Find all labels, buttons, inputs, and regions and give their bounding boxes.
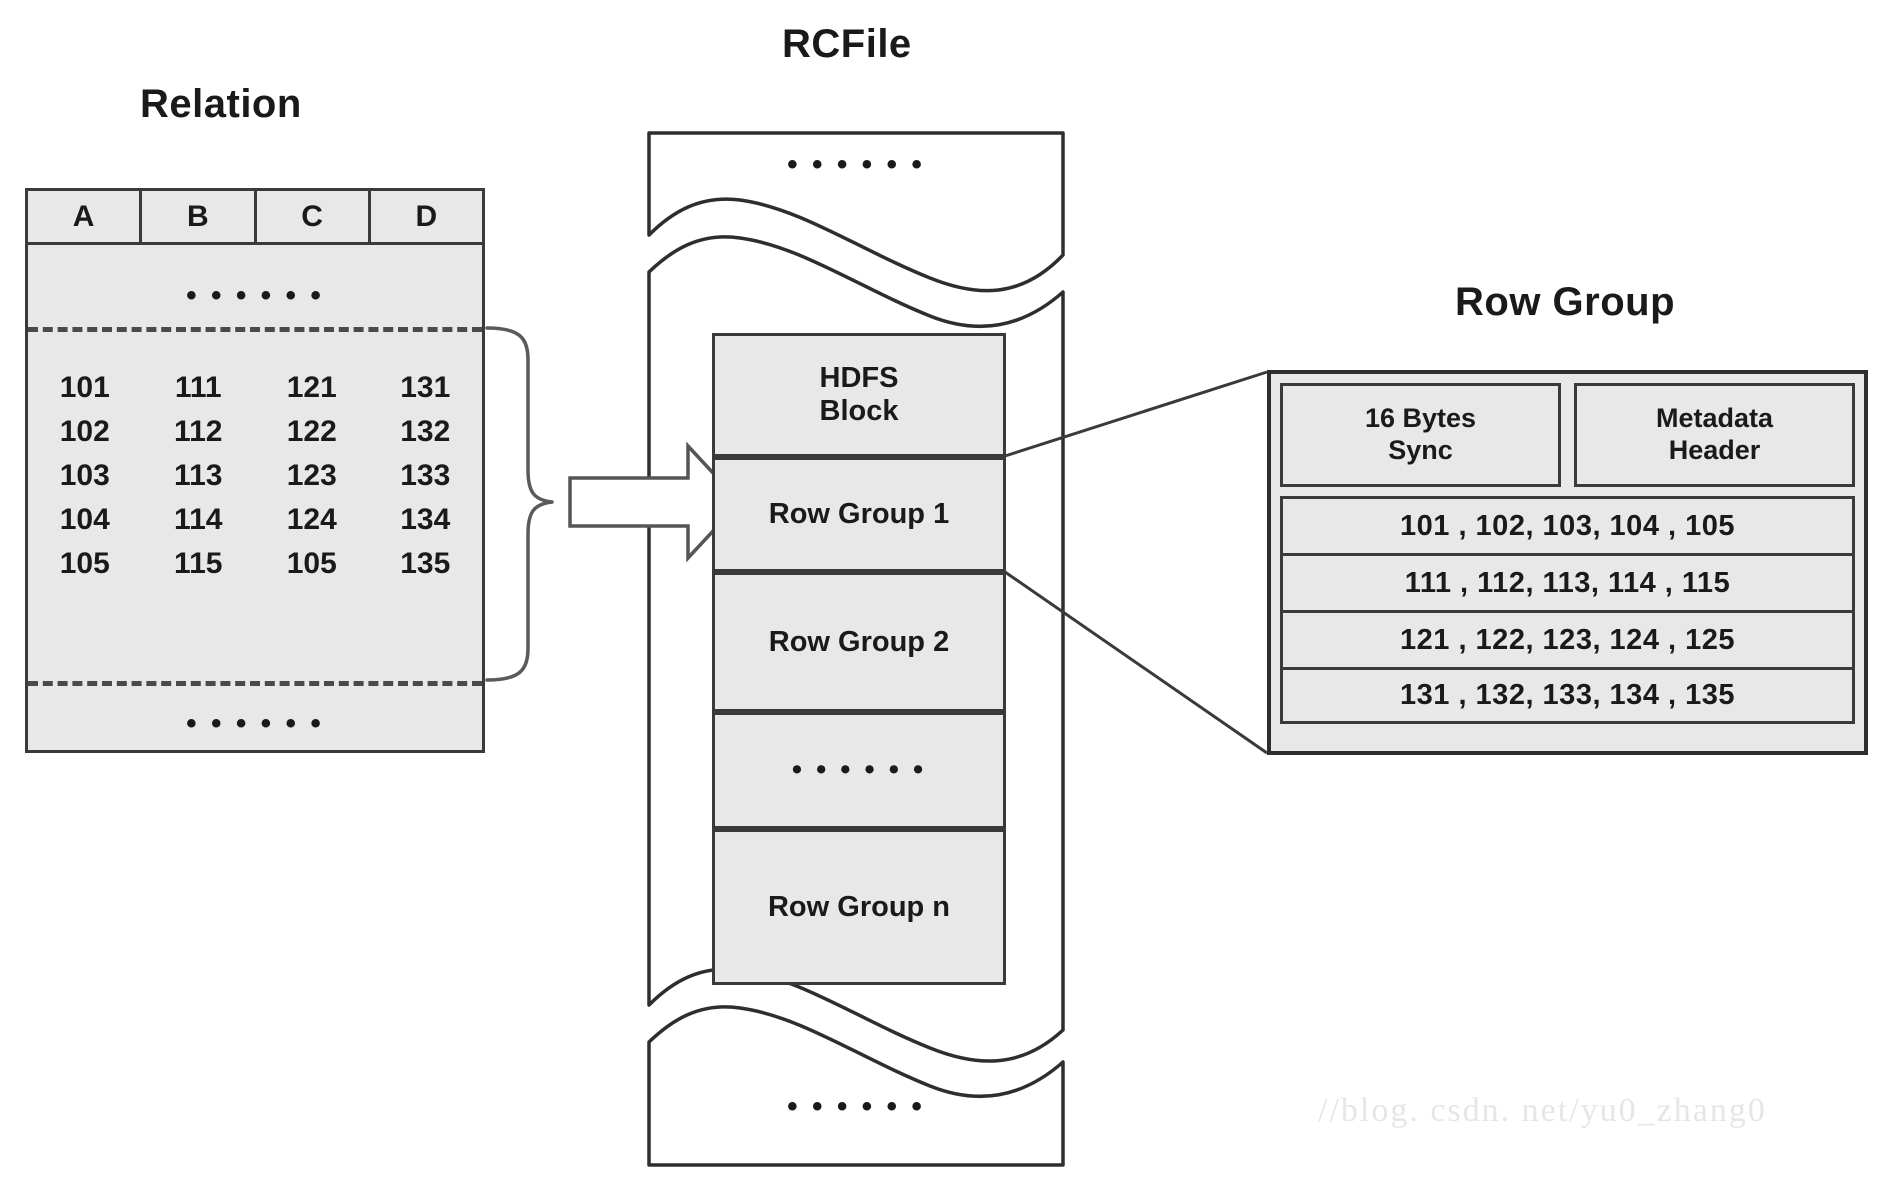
relation-lower-dashed-divider — [28, 681, 482, 686]
rowgroup-column-row: 101 , 102, 103, 104 , 105 — [1280, 496, 1855, 553]
rcfile-top-ellipsis: • • • • • • — [787, 148, 925, 181]
relation-header-row: A B C D — [28, 191, 482, 245]
relation-cell: 113 — [174, 459, 223, 492]
watermark: //blog. csdn. net/yu0_zhang0 — [1318, 1092, 1767, 1129]
relation-cell: 123 — [286, 459, 337, 492]
relation-cell: 105 — [286, 547, 337, 580]
table-row: 104 114 124 134 — [28, 498, 482, 542]
relation-column-header-d: D — [415, 199, 438, 233]
relation-cell: 134 — [400, 503, 451, 536]
rowgroup-title: Row Group — [1455, 280, 1676, 324]
row-group-n: Row Group n — [712, 829, 1006, 985]
relation-data-rows: 101 111 121 131 102 112 122 132 103 113 … — [28, 339, 482, 601]
rcfile-bottom-ellipsis: • • • • • • — [787, 1090, 925, 1123]
row-group-1-label: Row Group 1 — [768, 498, 950, 530]
relation-column-header-a: A — [28, 191, 143, 242]
relation-title: Relation — [140, 82, 302, 126]
relation-upper-dashed-divider — [28, 327, 482, 332]
relation-cell: 135 — [400, 547, 451, 580]
hdfs-block-label-line1: HDFS — [819, 362, 899, 394]
relation-cell: 115 — [174, 547, 223, 580]
hdfs-block: HDFS Block — [712, 333, 1006, 457]
rowgroup-column-data: 101 , 102, 103, 104 , 105 111 , 112, 113… — [1280, 496, 1855, 724]
sync-label-line2: Sync — [1388, 435, 1453, 465]
relation-cell: 112 — [174, 415, 223, 448]
row-group-2-label: Row Group 2 — [768, 625, 950, 658]
table-row: 102 112 122 132 — [28, 410, 482, 454]
table-row: 105 115 105 135 — [28, 542, 482, 586]
relation-cell: 131 — [400, 371, 451, 404]
metadata-label-line2: Header — [1668, 435, 1761, 465]
sync-label-line1: 16 Bytes — [1364, 403, 1477, 434]
relation-cell: 104 — [59, 503, 110, 536]
rowgroup-column-row: 121 , 122, 123, 124 , 125 — [1280, 610, 1855, 667]
relation-cell: 133 — [400, 459, 451, 492]
relation-bottom-ellipsis: • • • • • • — [186, 707, 324, 740]
relation-cell: 101 — [59, 371, 110, 404]
relation-cell: 111 — [174, 371, 222, 404]
table-row: 101 111 121 131 — [28, 366, 482, 410]
relation-cell: 102 — [59, 415, 110, 448]
connector-line-upper — [1004, 370, 1268, 458]
relation-cell: 132 — [400, 415, 451, 448]
row-group-2: Row Group 2 — [712, 572, 1006, 712]
relation-grouping-brace — [485, 326, 554, 682]
relation-table: A B C D • • • • • • 101 111 121 131 102 … — [25, 188, 485, 753]
row-group-ellipsis: • • • • • • — [712, 712, 1006, 829]
metadata-label-line1: Metadata — [1655, 403, 1774, 434]
rowgroup-column-row: 111 , 112, 113, 114 , 115 — [1280, 553, 1855, 610]
rowgroup-column-row: 131 , 132, 133, 134 , 135 — [1280, 667, 1855, 724]
rcfile-title: RCFile — [782, 22, 912, 66]
row-group-n-label: Row Group n — [767, 890, 951, 923]
connector-line-lower — [1004, 570, 1268, 755]
rowgroup-detail-panel: 16 Bytes Sync Metadata Header 101 , 102,… — [1267, 370, 1868, 755]
relation-column-header-b: B — [142, 191, 257, 242]
row-group-1: Row Group 1 — [712, 457, 1006, 572]
rowgroup-header-strip: 16 Bytes Sync Metadata Header — [1280, 383, 1855, 487]
relation-cell: 121 — [286, 371, 337, 404]
relation-cell: 105 — [59, 547, 110, 580]
relation-cell: 103 — [59, 459, 110, 492]
row-group-ellipsis-label: • • • • • • — [791, 754, 927, 786]
hdfs-block-label-line2: Block — [819, 395, 899, 427]
relation-cell: 122 — [286, 415, 337, 448]
relation-cell: 114 — [174, 503, 223, 536]
table-row: 103 113 123 133 — [28, 454, 482, 498]
relation-cell: 124 — [286, 503, 337, 536]
relation-column-header-c: C — [257, 191, 371, 242]
relation-top-ellipsis: • • • • • • — [186, 279, 324, 312]
rcfile-bottom-segment — [647, 1005, 1065, 1167]
metadata-header-box: Metadata Header — [1574, 383, 1855, 487]
sync-marker-box: 16 Bytes Sync — [1280, 383, 1561, 487]
